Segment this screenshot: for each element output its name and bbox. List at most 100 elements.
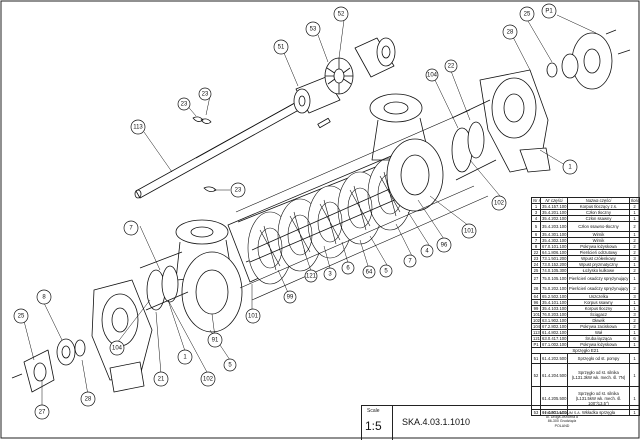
cell: 121 <box>531 335 541 342</box>
balloon-label: 101 <box>464 229 475 235</box>
cell: Człon ssawno-tłoczny <box>567 221 630 232</box>
balloon-label: 64 <box>366 270 373 276</box>
balloon-label: 53 <box>310 27 317 33</box>
balloon-label: 5 <box>228 363 232 369</box>
balloon-label: 6 <box>346 266 350 272</box>
cell: 76.0.203.100 <box>540 311 568 318</box>
balloon-label: 102 <box>203 377 214 383</box>
balloon-label: 99 <box>287 295 294 301</box>
balloon-label: 21 <box>158 377 165 383</box>
cell: 1 <box>629 353 640 364</box>
cell: 64.1.806.100 <box>540 249 568 256</box>
balloon-label: 23 <box>235 188 242 194</box>
cell: 2 <box>629 221 640 232</box>
header-cell: Ilość <box>629 197 640 204</box>
cell: 73.1.501.200 <box>540 255 568 262</box>
coupling-52 <box>354 37 396 78</box>
tie-rods-121 <box>235 109 489 301</box>
cell: 65.2.502.100 <box>540 293 568 300</box>
cell: 74.0.105.300 <box>540 267 568 274</box>
balloon-label: 101 <box>248 314 259 320</box>
cell: 67.1.002.100 <box>540 341 568 348</box>
cell: Pierścień osadczy sprężynujący <box>567 283 630 294</box>
company-line: HYDRO-VACUUM S.A. <box>543 411 581 415</box>
balloon-label: 7 <box>408 259 412 265</box>
cell: 104 <box>531 323 541 330</box>
cell: 35.4.301.100 <box>540 231 568 238</box>
balloon-label: 8 <box>42 295 46 301</box>
bearing-housing-left <box>91 279 153 393</box>
cell: 51 <box>531 353 541 364</box>
drawing-number: SKA.4.03.1.1010 <box>402 417 471 427</box>
cell: 63.1.902.100 <box>540 317 568 324</box>
packing-right-102 <box>451 99 497 181</box>
cell: 67.2.802.100 <box>540 323 568 330</box>
company-info: HYDRO-VACUUM S.A. ul. Droga Jeziorna 8 8… <box>527 411 597 428</box>
scale-label: Scale <box>367 408 380 414</box>
cell: 61.4.202.500 <box>540 353 568 364</box>
header-cell: Nr specyf <box>531 197 541 204</box>
packing-left-102 <box>139 251 189 311</box>
cell: Sprzęgło od st. pompy <box>567 353 630 364</box>
left-bearing-parts <box>11 338 86 393</box>
bearing-housing-right <box>479 69 551 173</box>
cell: 73.0.152.200 <box>540 261 568 268</box>
balloon-label: 104 <box>427 73 438 79</box>
balloon-label: 96 <box>441 243 448 249</box>
cell: 75.0.105.100 <box>540 273 568 284</box>
bearing-cover-P1 <box>546 29 631 90</box>
balloon-label: 22 <box>448 64 455 70</box>
cell: 113 <box>531 329 541 336</box>
balloon-label: 25 <box>524 12 531 18</box>
cell: 52 <box>531 363 541 387</box>
balloon-label: 25 <box>18 314 25 320</box>
cell: 35.4.101.100 <box>540 299 568 306</box>
parts-list-table: Nr specyf Nr części Nazwa części Ilość 1… <box>531 197 640 416</box>
balloon-label: 5 <box>384 269 388 275</box>
balloon-label: 102 <box>494 201 505 207</box>
cell: 67.0.101.100 <box>540 243 568 250</box>
company-line: 86-300 Grudziądz <box>547 419 577 424</box>
cell: 61.4.802.100 <box>540 329 568 336</box>
cell: 28 <box>531 283 541 294</box>
cell: 63.0.417.100 <box>540 335 568 342</box>
balloon-label: 28 <box>85 397 92 403</box>
balloon-label: 23 <box>181 102 188 108</box>
cell: Sprzęgło od st. silnika (L131.3kW wk. me… <box>567 363 630 387</box>
shaft-113 <box>134 98 331 199</box>
discharge-body-99 <box>175 219 243 333</box>
balloon-label: P1 <box>545 9 553 15</box>
cell: 1 <box>629 409 640 416</box>
balloon-label: 4 <box>425 249 429 255</box>
spider-insert-53 <box>324 57 354 95</box>
balloon-label: 104 <box>112 346 123 352</box>
cell: 101 <box>531 311 541 318</box>
cell: Pierścień osadczy sprężynujący <box>567 273 630 284</box>
balloon-label: 27 <box>39 410 46 416</box>
cell: 35.4.103.100 <box>540 305 568 312</box>
cell: 35.4.202.100 <box>540 215 568 222</box>
cell: 5 <box>531 221 541 232</box>
cell: 27 <box>531 273 541 284</box>
company-line: ul. Droga Jeziorna 8 <box>545 415 579 420</box>
balloon-label: 1 <box>568 165 572 171</box>
balloon-label: 51 <box>278 45 285 51</box>
cell: 35.4.302.100 <box>540 237 568 244</box>
cell: 1 <box>629 273 640 284</box>
cell: 2 <box>629 283 640 294</box>
balloon-label: 121 <box>306 274 317 280</box>
title-block: Scale 1:5 SKA.4.03.1.1010 HYDRO-VACUUM S… <box>361 405 640 440</box>
balloon-label: 7 <box>129 226 133 232</box>
cell: 35.4.203.100 <box>540 221 568 232</box>
